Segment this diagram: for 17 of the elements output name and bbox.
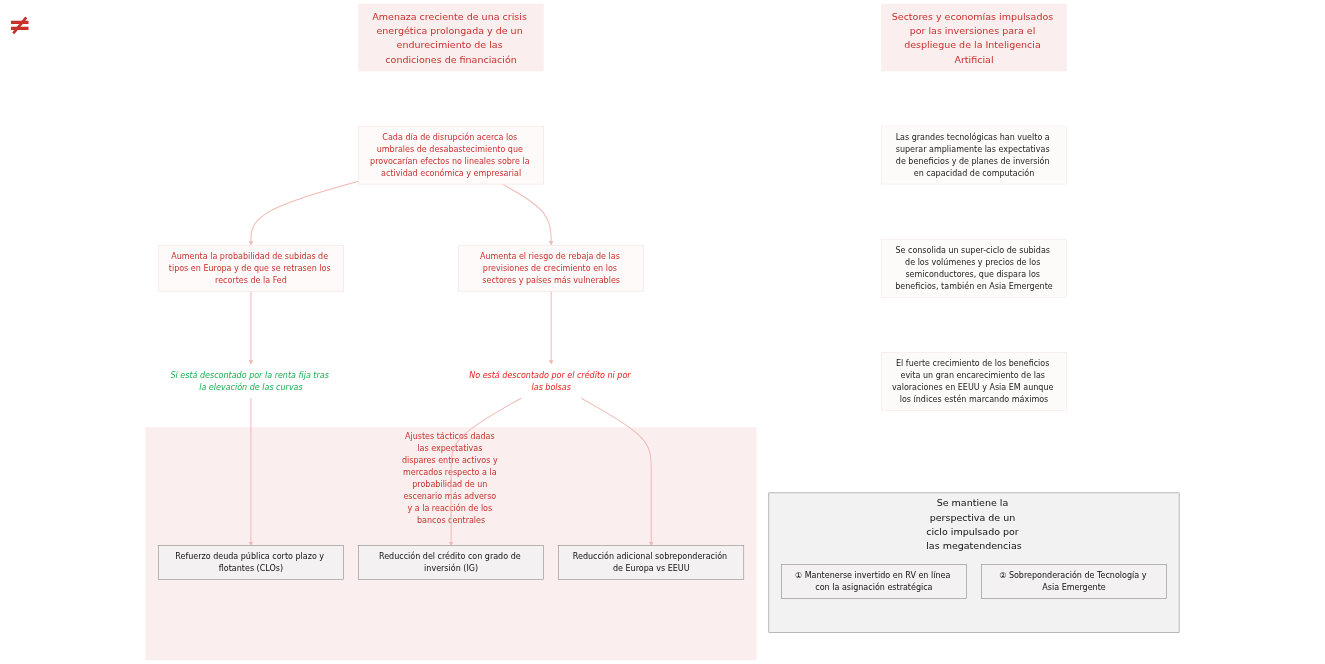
arrow	[248, 397, 254, 546]
node-text: No está descontado por el crédito ni por las bolsas	[469, 370, 631, 392]
node-text: Sí está descontado por la renta fija tras la elevación de las curvas	[170, 370, 329, 392]
node-box: Reducción del crédito con grado de inversión (IG)	[358, 545, 544, 580]
node-box: Reducción adicional sobreponderación de Europa vs EEUU	[558, 545, 745, 580]
node-box: Refuerzo deuda pública corto plazo y flotantes (CLOs)	[158, 545, 344, 580]
arrow	[548, 290, 554, 365]
node-box: Aumenta la probabilidad de subidas de tipos en Europa y de que se retrasen los recortes de la Fed	[158, 244, 344, 292]
node-box: ① Mantenerse invertido en RV en línea con la asignación estratégica	[781, 564, 967, 599]
arrow	[248, 180, 359, 246]
arrow	[580, 397, 654, 546]
not-equal-sign: ≠	[8, 8, 32, 41]
node-box: ② Sobreponderación de Tecnología y Asia Emergente	[981, 564, 1167, 599]
node-box: Cada día de disrupción acerca los umbrales de desabastecimiento que provocarían efectos no lineales sobre la actividad económica y empresarial	[358, 125, 544, 185]
arrow	[448, 397, 522, 546]
arrow	[248, 290, 254, 365]
node-box: Aumenta el riesgo de rebaja de las previsiones de crecimiento en los sectores y países más vulnerables	[458, 244, 644, 292]
